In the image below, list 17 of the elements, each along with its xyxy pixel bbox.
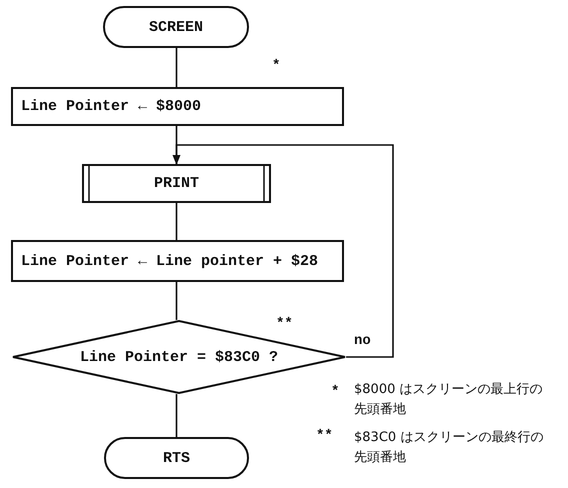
terminal-box: RTS xyxy=(104,437,249,479)
connector-line xyxy=(176,203,178,240)
terminal-box: SCREEN xyxy=(103,6,249,48)
process-box: Line Pointer ← Line pointer + $28 xyxy=(11,240,344,282)
connector-line xyxy=(176,394,178,437)
footnote-mark: ** xyxy=(316,428,333,444)
subroutine-box: PRINT xyxy=(82,164,271,203)
footnote-mark: * xyxy=(331,384,340,400)
footnote-text: $83C0 はスクリーンの最終行の先頭番地 xyxy=(354,429,544,467)
footnote-text: $8000 はスクリーンの最上行の先頭番地 xyxy=(354,381,544,419)
connector-line xyxy=(176,282,178,320)
connector-line xyxy=(176,48,178,87)
process-box: Line Pointer ← $8000 xyxy=(11,87,344,126)
footnote-mark: ** xyxy=(276,316,293,332)
edge-label: no xyxy=(354,333,371,349)
footnote-mark: * xyxy=(272,58,280,74)
loop-arrow xyxy=(172,144,394,358)
